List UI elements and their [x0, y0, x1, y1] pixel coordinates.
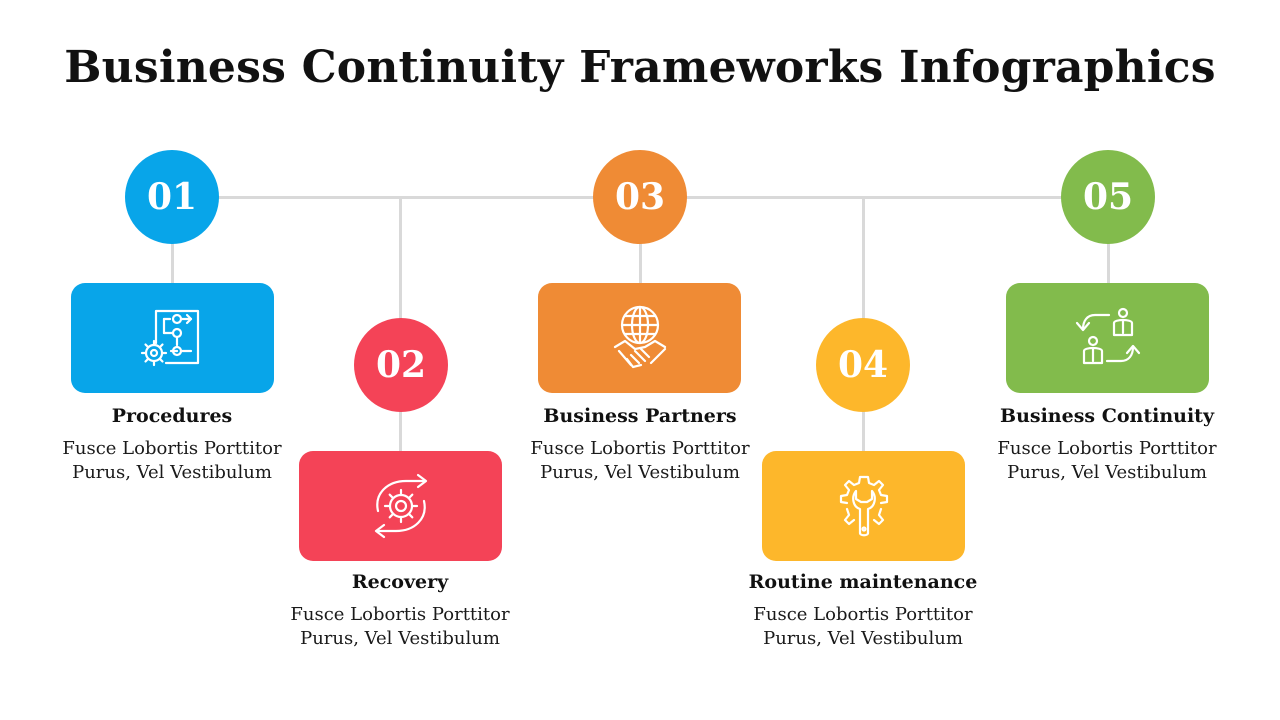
step-5-number-circle: 05: [1061, 150, 1155, 244]
page-title: Business Continuity Frameworks Infograph…: [64, 42, 1216, 93]
step-5-desc-line-2: Purus, Vel Vestibulum: [1007, 462, 1207, 483]
step-4-desc-line-2: Purus, Vel Vestibulum: [763, 628, 963, 649]
step-4-number-circle: 04: [816, 318, 910, 412]
step-3-card: [538, 283, 741, 393]
gear-cycle-arrows-icon: [374, 473, 427, 539]
step-2-number: 02: [375, 344, 427, 386]
step-3-desc-line-2: Purus, Vel Vestibulum: [540, 462, 740, 483]
step-3-number: 03: [614, 176, 666, 218]
step-3-number-circle: 03: [593, 150, 687, 244]
connector-step-3: [639, 240, 642, 285]
step-2-description: Fusce Lobortis Porttitor Purus, Vel Vest…: [270, 603, 530, 651]
step-5-number: 05: [1082, 176, 1134, 218]
step-2-number-circle: 02: [354, 318, 448, 412]
step-3-label: Business Partners: [543, 405, 737, 427]
step-1-number-circle: 01: [125, 150, 219, 244]
step-5-card: [1006, 283, 1209, 393]
step-1-desc-line-1: Fusce Lobortis Porttitor: [62, 438, 282, 459]
step-2-label: Recovery: [351, 571, 449, 593]
step-4-desc-line-1: Fusce Lobortis Porttitor: [753, 604, 973, 625]
step-4-card: [762, 451, 965, 561]
step-1-description: Fusce Lobortis Porttitor Purus, Vel Vest…: [42, 437, 302, 485]
step-2-desc-line-2: Purus, Vel Vestibulum: [300, 628, 500, 649]
step-2-desc-line-1: Fusce Lobortis Porttitor: [290, 604, 510, 625]
connector-step-5: [1107, 240, 1110, 285]
step-2-card: [299, 451, 502, 561]
gear-wrench-icon: [839, 475, 888, 537]
flowchart-gear-icon: [140, 309, 199, 367]
globe-handshake-icon: [613, 305, 666, 369]
step-4-number: 04: [837, 344, 889, 386]
step-1-card: [71, 283, 274, 393]
step-3-desc-line-1: Fusce Lobortis Porttitor: [530, 438, 750, 459]
step-1-label: Procedures: [111, 405, 233, 427]
connector-step-1: [171, 240, 174, 285]
step-5-label: Business Continuity: [1000, 405, 1214, 427]
step-1-desc-line-2: Purus, Vel Vestibulum: [72, 462, 272, 483]
step-4-description: Fusce Lobortis Porttitor Purus, Vel Vest…: [733, 603, 993, 651]
step-5-description: Fusce Lobortis Porttitor Purus, Vel Vest…: [977, 437, 1237, 485]
step-3-description: Fusce Lobortis Porttitor Purus, Vel Vest…: [510, 437, 770, 485]
step-4-label: Routine maintenance: [748, 571, 978, 593]
step-1-number: 01: [146, 176, 198, 218]
people-cycle-arrows-icon: [1075, 307, 1140, 365]
step-5-desc-line-1: Fusce Lobortis Porttitor: [997, 438, 1217, 459]
